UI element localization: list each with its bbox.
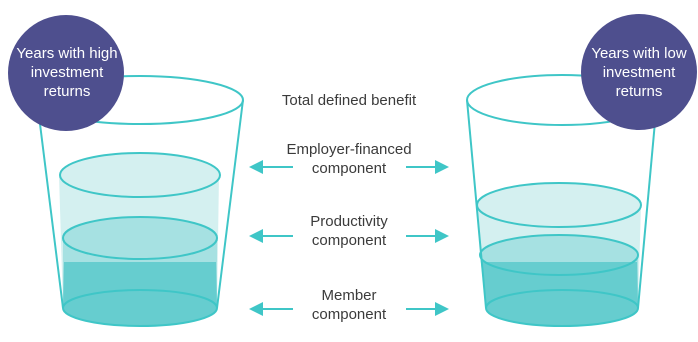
right-bubble-line1: Years with low (591, 45, 687, 62)
label-total-defined-benefit: Total defined benefit (281, 92, 417, 109)
right-line-productivity (479, 234, 639, 276)
left-line-employer (59, 152, 221, 198)
left-bubble-label: Years with high investment returns (6, 44, 128, 101)
left-bubble-line2: investment (30, 64, 104, 81)
arrow-employer-right (406, 160, 449, 174)
left-glass-side-right (216, 99, 244, 309)
right-glass-side-right (637, 99, 658, 309)
right-bubble-line3: returns (615, 83, 663, 100)
arrow-productivity-left (249, 229, 293, 243)
right-glass (466, 74, 658, 327)
right-glass-side-left (466, 99, 487, 309)
label-member-line1: Member (321, 287, 377, 304)
left-glass (36, 75, 244, 327)
left-glass-side-left (36, 99, 64, 309)
left-layer-member (63, 262, 217, 326)
arrow-productivity-right (406, 229, 449, 243)
arrow-employer-left (249, 160, 293, 174)
label-productivity-line1: Productivity (310, 213, 388, 230)
right-layer-member (481, 262, 638, 326)
arrow-member-right (406, 302, 449, 316)
right-bubble (581, 14, 697, 130)
label-member: Member component (254, 286, 444, 324)
left-bubble (8, 15, 124, 131)
label-employer-line1: Employer-financed (286, 141, 412, 158)
label-employer-line2: component (311, 160, 387, 177)
right-bubble-line2: investment (602, 64, 676, 81)
label-member-line2: component (311, 306, 387, 323)
arrow-member-left (249, 302, 293, 316)
label-productivity-line2: component (311, 232, 387, 249)
label-employer-financed: Employer-financed component (254, 140, 444, 178)
left-line-productivity (62, 216, 218, 260)
arrows (249, 160, 449, 316)
left-bubble-line1: Years with high (16, 45, 118, 62)
label-productivity: Productivity component (254, 212, 444, 250)
left-bubble-line3: returns (43, 83, 91, 100)
right-bubble-label: Years with low investment returns (582, 44, 696, 101)
